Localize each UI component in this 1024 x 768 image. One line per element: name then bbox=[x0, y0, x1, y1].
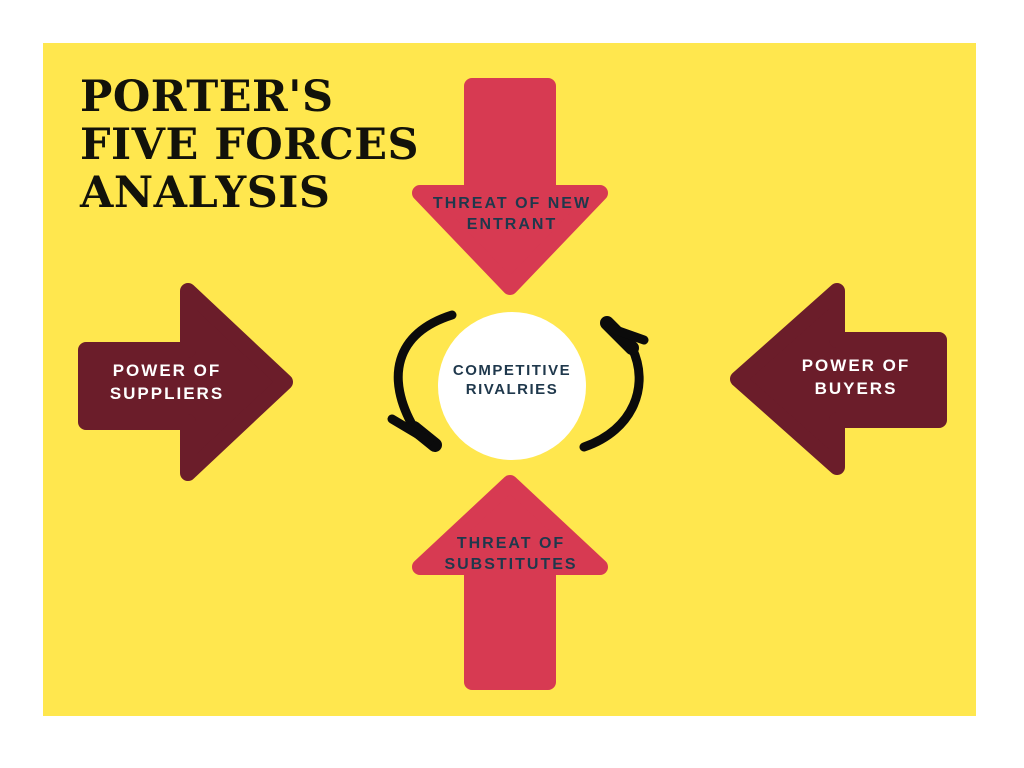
force-label-threat-new-entrant: THREAT OF NEW ENTRANT bbox=[382, 193, 642, 235]
page-title-line: PORTER'S bbox=[80, 72, 334, 122]
force-label-line: SUBSTITUTES bbox=[444, 556, 578, 573]
force-label-line: BUYERS bbox=[814, 379, 898, 398]
threat-new-entrant-arrow bbox=[412, 78, 608, 295]
force-label-line: THREAT OF bbox=[456, 535, 566, 552]
page-title-line: FIVE FORCES bbox=[80, 120, 420, 170]
force-label-threat-substitutes: THREAT OF SUBSTITUTES bbox=[381, 533, 641, 575]
curved-arrow-counterclockwise-icon bbox=[387, 310, 457, 452]
threat-substitutes-arrow bbox=[412, 475, 608, 690]
force-label-line: POWER OF bbox=[112, 361, 222, 380]
power-buyers-arrow bbox=[730, 283, 947, 475]
page-title-line: ANALYSIS bbox=[80, 168, 331, 218]
power-suppliers-arrow bbox=[78, 283, 293, 481]
force-label-line: POWER OF bbox=[801, 356, 911, 375]
force-label-line: SUPPLIERS bbox=[109, 384, 225, 403]
competitive-rivalries-circle bbox=[438, 312, 586, 460]
center-label-line: RIVALRIES bbox=[465, 381, 559, 398]
force-label-power-suppliers: POWER OF SUPPLIERS bbox=[67, 359, 267, 405]
page-title: PORTER'S FIVE FORCES ANALYSIS bbox=[80, 73, 419, 217]
center-label-competitive-rivalries: COMPETITIVE RIVALRIES bbox=[412, 361, 612, 399]
force-label-line: THREAT OF NEW bbox=[432, 195, 592, 212]
center-label-line: COMPETITIVE bbox=[452, 362, 572, 379]
force-label-power-buyers: POWER OF BUYERS bbox=[756, 354, 956, 400]
force-label-line: ENTRANT bbox=[466, 216, 558, 233]
curved-arrow-clockwise-icon bbox=[579, 316, 649, 452]
forces-diagram-graphic bbox=[78, 78, 947, 690]
diagram-canvas: PORTER'S FIVE FORCES ANALYSIS THREAT OF … bbox=[43, 43, 976, 716]
